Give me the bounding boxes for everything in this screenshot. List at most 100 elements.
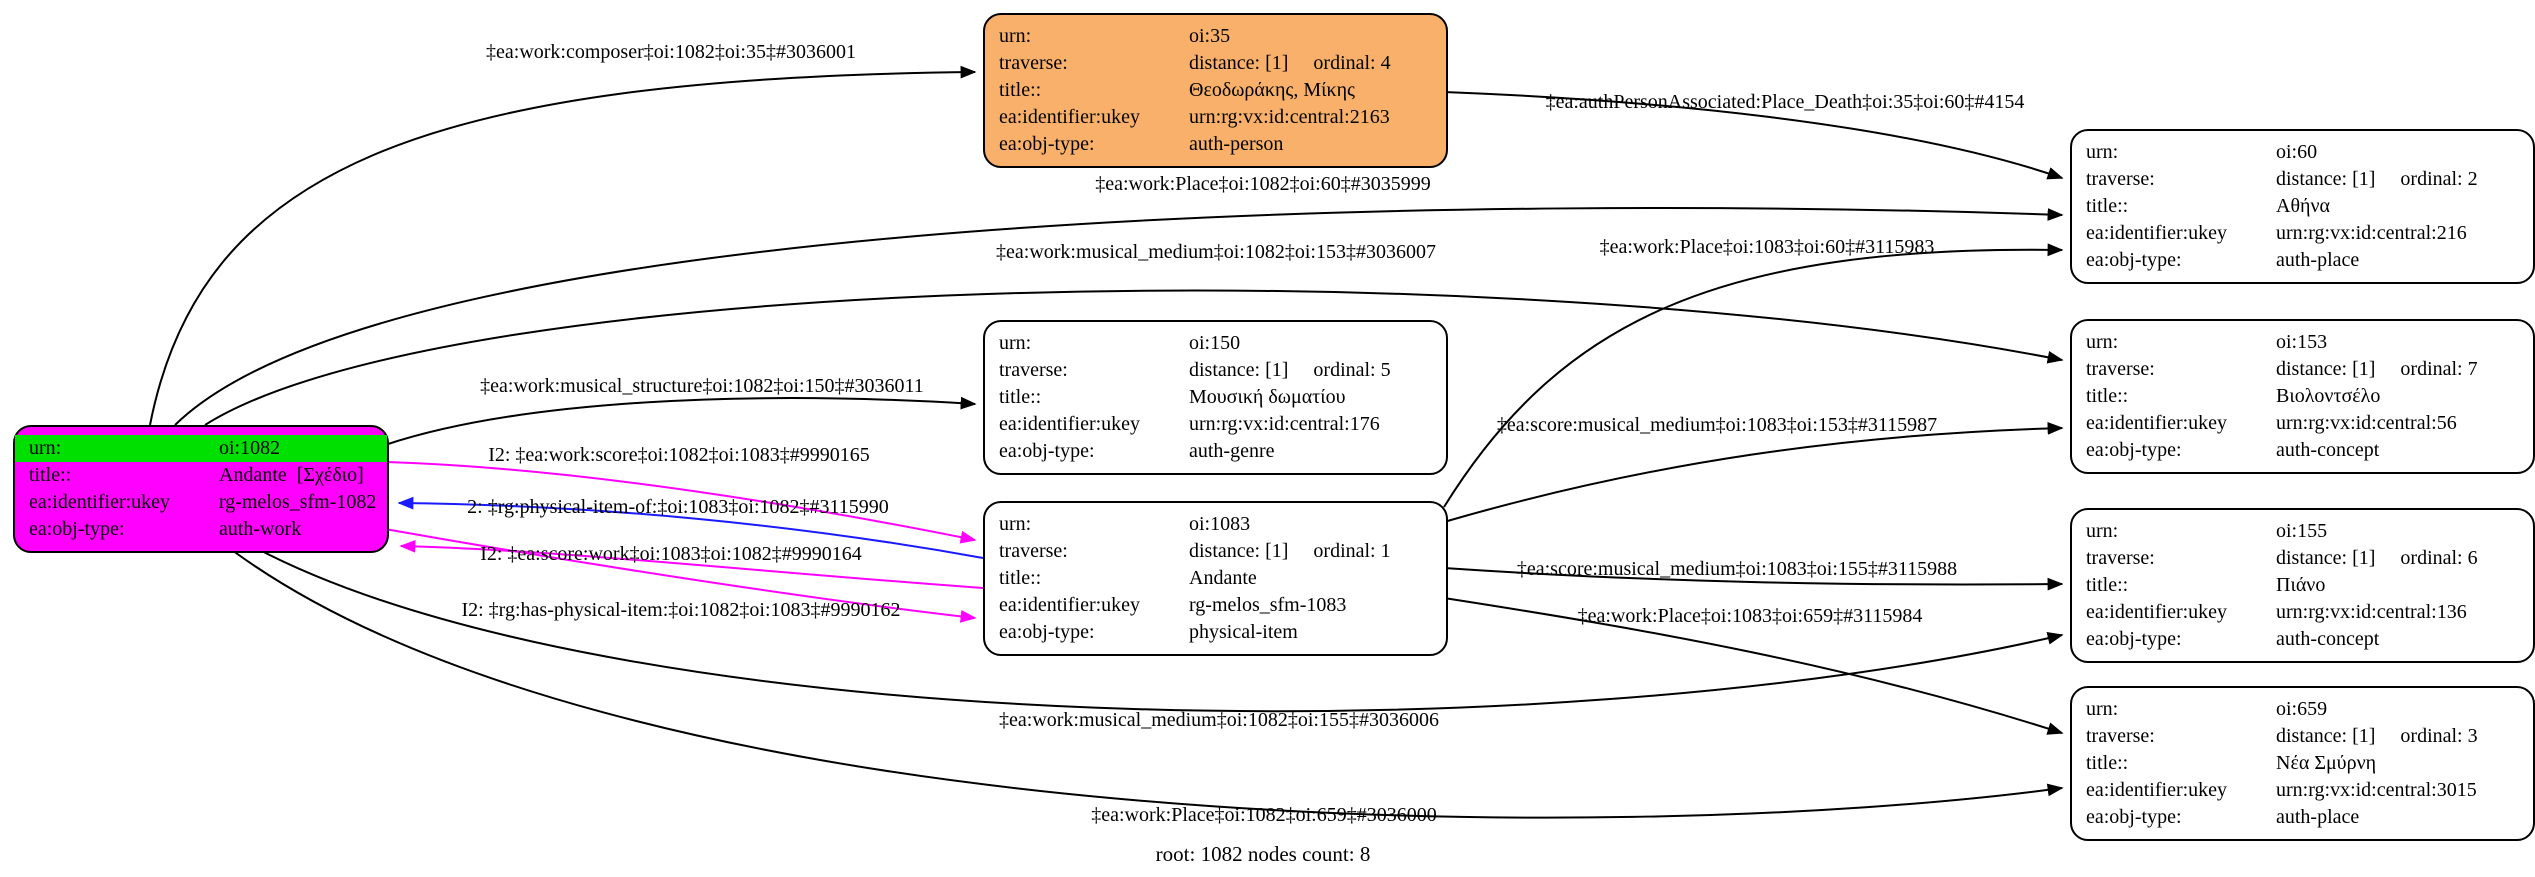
edge-label-work-place-1083-60: ‡ea:work:Place‡oi:1083‡oi:60‡#3115983: [1600, 236, 1935, 258]
row-value: oi:35: [1189, 25, 1231, 47]
row-key: urn:: [2086, 520, 2119, 542]
row-value: auth-person: [1189, 133, 1284, 155]
node-row-objtype: ea:obj-type: auth-place: [2072, 247, 2533, 274]
row-value: distance: [1] ordinal: 3: [2276, 725, 2478, 747]
row-value: oi:1082: [219, 437, 281, 459]
row-value: oi:1083: [1189, 513, 1251, 535]
row-value: Θεοδωράκης, Μίκης: [1189, 79, 1355, 101]
row-key: urn:: [2086, 698, 2119, 720]
row-value: Andante: [1189, 567, 1257, 589]
row-key: ea:identifier:ukey: [999, 413, 1141, 435]
row-value: urn:rg:vx:id:central:3015: [2276, 779, 2477, 801]
edge-label-work-score-1082-1083: I2: ‡ea:work:score‡oi:1082‡oi:1083‡#9990…: [488, 444, 870, 466]
edge-physical-item-of-1083-1082: [397, 496, 984, 559]
row-key: urn:: [2086, 331, 2119, 353]
edge-label-work-place-1083-659: ‡ea:work:Place‡oi:1083‡oi:659‡#3115984: [1578, 605, 1923, 627]
row-key: traverse:: [2086, 358, 2155, 380]
row-value: distance: [1] ordinal: 4: [1189, 52, 1391, 74]
node-row-title: title:: Θεοδωράκης, Μίκης: [985, 77, 1446, 104]
row-key: ea:obj-type:: [2086, 249, 2182, 271]
row-key: urn:: [2086, 141, 2119, 163]
edge-work-place-1083-60: [1443, 243, 2064, 508]
node-row-urn: urn: oi:150: [985, 330, 1446, 357]
row-key: urn:: [999, 25, 1032, 47]
node-row-traverse: traverse: distance: [1] ordinal: 6: [2072, 545, 2533, 572]
row-value: auth-genre: [1189, 440, 1275, 462]
edge-label-work-musical-medium-1082-153: ‡ea:work:musical_medium‡oi:1082‡oi:153‡#…: [996, 241, 1436, 263]
edge-work-musical-medium-1082-155: [242, 540, 2064, 713]
edge-score-work-1083-1082: [399, 539, 984, 589]
edge-score-musical-medium-1083-153: [1443, 422, 2064, 523]
row-value: Andante [Σχέδιο]: [219, 464, 364, 486]
row-value: urn:rg:vx:id:central:2163: [1189, 106, 1390, 128]
row-value: oi:153: [2276, 331, 2328, 353]
edge-label-score-work-1083-1082: I2: ‡ea:score:work‡oi:1083‡oi:1082‡#9990…: [480, 543, 862, 565]
row-key: ea:obj-type:: [999, 133, 1095, 155]
graph-caption: root: 1082 nodes count: 8: [1155, 842, 1371, 866]
row-key: ea:identifier:ukey: [999, 106, 1141, 128]
row-value: distance: [1] ordinal: 1: [1189, 540, 1391, 562]
node-row-objtype: ea:obj-type: auth-concept: [2072, 437, 2533, 464]
node-row-urn: urn: oi:659: [2072, 696, 2533, 723]
row-value: rg-melos_sfm-1083: [1189, 594, 1347, 616]
edge-label-work-musical-structure-1082-150: ‡ea:work:musical_structure‡oi:1082‡oi:15…: [480, 375, 924, 397]
node-row-urn: urn: oi:1082: [15, 435, 387, 462]
node-row-title: title:: Μουσική δωματίου: [985, 384, 1446, 411]
node-row-objtype: ea:obj-type: auth-person: [985, 131, 1446, 158]
edge-label-work-musical-medium-1082-155: ‡ea:work:musical_medium‡oi:1082‡oi:155‡#…: [999, 709, 1439, 731]
row-value: distance: [1] ordinal: 2: [2276, 168, 2478, 190]
node-row-identifier: ea:identifier:ukey urn:rg:vx:id:central:…: [985, 411, 1446, 438]
row-value: auth-work: [219, 518, 302, 540]
node-oi-1083: urn: oi:1083 traverse: distance: [1] ord…: [983, 501, 1448, 656]
row-value: urn:rg:vx:id:central:216: [2276, 222, 2467, 244]
edge-label-work-place-1082-659: ‡ea:work:Place‡oi:1082‡oi:659‡#3036000: [1091, 804, 1437, 826]
node-row-title: title:: Andante: [985, 565, 1446, 592]
row-key: urn:: [999, 332, 1032, 354]
edge-work-place-1083-659: [1443, 597, 2064, 735]
row-value: auth-place: [2276, 249, 2360, 271]
row-key: title::: [999, 567, 1042, 589]
row-value: urn:rg:vx:id:central:176: [1189, 413, 1380, 435]
node-row-traverse: traverse: distance: [1] ordinal: 5: [985, 357, 1446, 384]
node-row-identifier: ea:identifier:ukey urn:rg:vx:id:central:…: [2072, 599, 2533, 626]
node-row-title: title:: Andante [Σχέδιο]: [15, 462, 387, 489]
edge-label-authperson-place-death: ‡ea:authPersonAssociated:Place_Death‡oi:…: [1546, 91, 2025, 113]
row-key: ea:identifier:ukey: [2086, 412, 2228, 434]
row-value: distance: [1] ordinal: 7: [2276, 358, 2478, 380]
edge-label-score-musical-medium-1083-153: ‡ea:score:musical_medium‡oi:1083‡oi:153‡…: [1497, 414, 1937, 436]
row-key: ea:obj-type:: [999, 440, 1095, 462]
edge-work-musical-medium-1082-153: [204, 289, 2064, 426]
row-value: Πιάνο: [2276, 574, 2326, 596]
row-key: ea:obj-type:: [999, 621, 1095, 643]
node-row-urn: urn: oi:153: [2072, 329, 2533, 356]
row-key: ea:identifier:ukey: [999, 594, 1141, 616]
node-row-title: title:: Πιάνο: [2072, 572, 2533, 599]
row-key: traverse:: [2086, 168, 2155, 190]
row-value: urn:rg:vx:id:central:56: [2276, 412, 2457, 434]
row-key: title::: [2086, 574, 2129, 596]
row-key: ea:obj-type:: [2086, 439, 2182, 461]
row-key: ea:identifier:ukey: [29, 491, 171, 513]
row-value: Μουσική δωματίου: [1189, 386, 1346, 408]
node-row-urn: urn: oi:1083: [985, 511, 1446, 538]
node-row-traverse: traverse: distance: [1] ordinal: 4: [985, 50, 1446, 77]
node-row-objtype: ea:obj-type: auth-concept: [2072, 626, 2533, 653]
node-oi-60: urn: oi:60 traverse: distance: [1] ordin…: [2070, 129, 2535, 284]
node-row-title: title:: Αθήνα: [2072, 193, 2533, 220]
node-row-identifier: ea:identifier:ukey urn:rg:vx:id:central:…: [2072, 220, 2533, 247]
edge-work-place-1082-60: [174, 207, 2064, 426]
edge-score-musical-medium-1083-155: [1443, 567, 2064, 591]
node-row-traverse: traverse: distance: [1] ordinal: 1: [985, 538, 1446, 565]
row-key: ea:obj-type:: [2086, 628, 2182, 650]
node-row-traverse: traverse: distance: [1] ordinal: 3: [2072, 723, 2533, 750]
row-value: distance: [1] ordinal: 6: [2276, 547, 2478, 569]
edge-authperson-place-death: [1443, 91, 2064, 180]
row-value: Αθήνα: [2276, 195, 2331, 217]
node-row-urn: urn: oi:60: [2072, 139, 2533, 166]
edge-label-work-composer: ‡ea:work:composer‡oi:1082‡oi:35‡#3036001: [486, 41, 856, 63]
row-key: ea:obj-type:: [29, 518, 125, 540]
edge-label-score-musical-medium-1083-155: ‡ea:score:musical_medium‡oi:1083‡oi:155‡…: [1517, 558, 1957, 580]
row-value: auth-concept: [2276, 628, 2380, 650]
edge-label-has-physical-item-1082-1083: I2: ‡rg:has-physical-item:‡oi:1082‡oi:10…: [461, 599, 900, 621]
